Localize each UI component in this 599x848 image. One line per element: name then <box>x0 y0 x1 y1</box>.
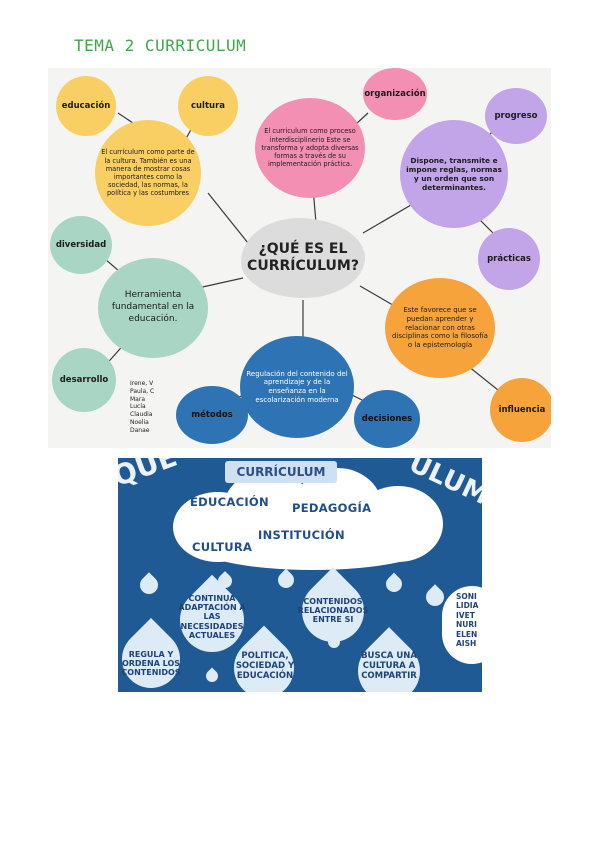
author-name: Irene, V <box>130 380 154 387</box>
raindrop-decoration <box>274 568 298 592</box>
drop-text-adaptacion: CONTINUA ADAPTACIÓN A LAS NECESIDADES AC… <box>178 594 246 640</box>
author-name: Danae <box>130 426 150 434</box>
author-name: Claudia <box>130 411 153 419</box>
poster-title: CURRÍCULUM <box>225 461 337 483</box>
drop-text-busca: BUSCA UNA CULTURA A COMPARTIR <box>361 651 417 681</box>
node-progreso: progreso <box>485 88 547 144</box>
author-name: Noelia <box>130 418 149 426</box>
authors-list: Irene, V Paula, C Mara Lucía Claudia Noe… <box>130 380 154 435</box>
node-educacion: educación <box>56 76 116 136</box>
author-name: LIDIA <box>456 601 479 611</box>
mindmap-center: ¿QUÉ ES EL CURRÍCULUM? <box>241 218 365 298</box>
node-desarrollo: desarrollo <box>52 348 116 412</box>
author-name: Lucía <box>130 403 146 411</box>
author-name: Paula, C <box>130 387 155 395</box>
names-cloud <box>442 586 482 664</box>
node-cultura-description: El currículum como parte de la cultura. … <box>95 120 201 226</box>
node-organizacion-description: El curriculum como proceso interdiscipli… <box>255 98 365 198</box>
curriculum-poster: QUÉ ULUM? CURRÍCULUM EDUCACIÓN PEDAGOGÍA… <box>118 458 482 692</box>
raindrop-decoration <box>136 572 162 598</box>
drop-text-regula: REGULA Y ORDENA LOS CONTENIDOS <box>121 650 181 678</box>
raindrop-decoration <box>203 667 221 685</box>
page-title: TEMA 2 CURRICULUM <box>74 36 247 55</box>
author-name: NURI <box>456 620 477 630</box>
raindrop-decoration <box>382 572 406 596</box>
node-decisiones: decisiones <box>354 390 420 448</box>
node-herramienta: Herramienta fundamental en la educación. <box>98 258 208 358</box>
node-practicas: prácticas <box>478 228 540 290</box>
cloud-word-educacion: EDUCACIÓN <box>190 495 269 509</box>
author-name: SONI <box>456 592 477 601</box>
cloud-shape <box>163 462 449 570</box>
drop-text-politica: POLITICA, SOCIEDAD Y EDUCACIÓN <box>235 651 295 681</box>
node-diversidad: diversidad <box>50 216 112 274</box>
node-metodos: métodos <box>176 386 248 444</box>
author-name: AISH <box>456 638 477 648</box>
node-cultura: cultura <box>178 76 238 136</box>
poster-authors: SONI LIDIA IVET NURI ELEN AISH <box>456 592 478 648</box>
node-favorece: Este favorece que se puedan aprender y r… <box>385 278 495 378</box>
author-name: ELEN <box>456 629 478 639</box>
cloud-word-cultura: CULTURA <box>192 540 253 554</box>
author-name: Mara <box>130 395 145 403</box>
drop-text-contenidos: CONTENIDOS RELACIONADOS ENTRE SI <box>297 597 369 625</box>
cloud-word-pedagogia: PEDAGOGÍA <box>292 501 372 515</box>
node-regulacion: Regulación del contenido del aprendizaje… <box>240 336 354 438</box>
node-organizacion: organización <box>363 68 427 120</box>
node-dispone-description: Dispone, transmite e impone reglas, norm… <box>400 120 508 228</box>
mindmap-figure: educación cultura El currículum como par… <box>48 68 551 448</box>
node-influencia: influencia <box>490 378 551 442</box>
cloud-word-institucion: INSTITUCIÓN <box>258 528 345 542</box>
author-name: IVET <box>456 610 475 620</box>
